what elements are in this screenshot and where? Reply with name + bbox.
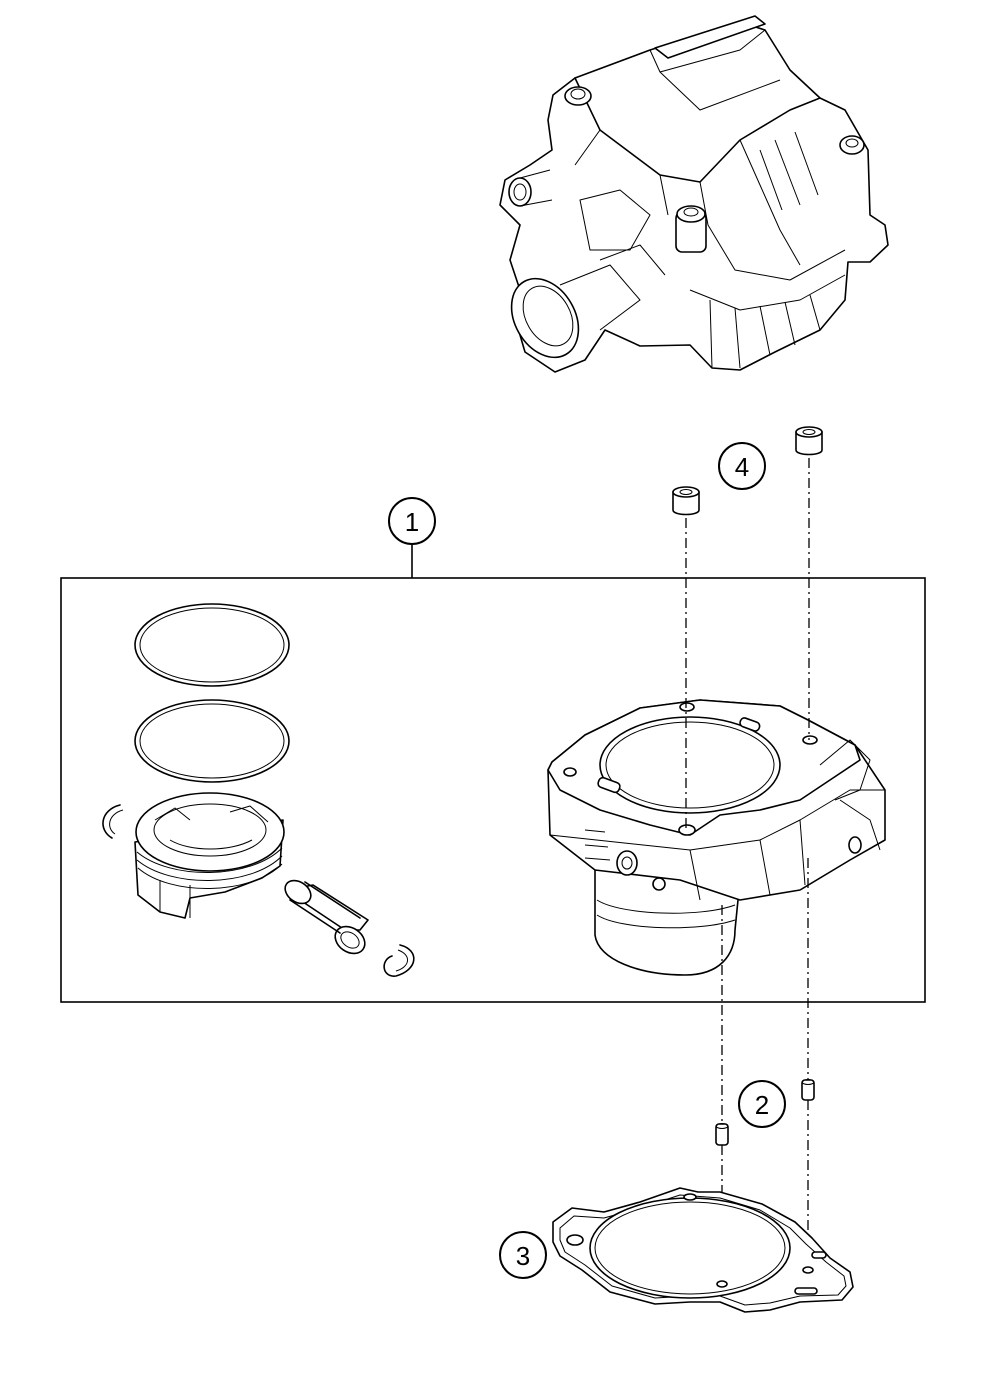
callout-3-label: 3 bbox=[516, 1241, 530, 1271]
piston-ring-top bbox=[134, 603, 290, 687]
callout-2: 2 bbox=[738, 1080, 786, 1128]
piston-ring-second bbox=[134, 699, 290, 783]
head-bolt-front bbox=[675, 205, 707, 253]
callout-2-label: 2 bbox=[755, 1090, 769, 1120]
cylinder bbox=[547, 699, 886, 976]
circlip-left bbox=[102, 804, 124, 839]
callout-1-label: 1 bbox=[405, 507, 419, 537]
dowel-lower-right bbox=[801, 1079, 815, 1101]
callout-4-label: 4 bbox=[735, 452, 749, 482]
piston bbox=[134, 792, 285, 919]
kit-boundary-box bbox=[60, 577, 926, 1003]
circlip-right bbox=[383, 944, 415, 977]
head-bolt-left bbox=[564, 86, 592, 106]
callout-4: 4 bbox=[718, 442, 766, 490]
cylinder-head bbox=[499, 15, 889, 373]
piston-pin bbox=[284, 879, 369, 955]
dowel-upper-left bbox=[672, 486, 700, 516]
dowel-lower-left bbox=[715, 1123, 729, 1146]
intake-port bbox=[510, 264, 641, 359]
callout-1: 1 bbox=[388, 497, 436, 545]
dowel-upper-right bbox=[795, 426, 823, 456]
head-bolt-right bbox=[839, 135, 865, 155]
coolant-fitting bbox=[508, 169, 553, 207]
callout-3: 3 bbox=[499, 1231, 547, 1279]
cylinder-base-gasket bbox=[552, 1187, 854, 1313]
